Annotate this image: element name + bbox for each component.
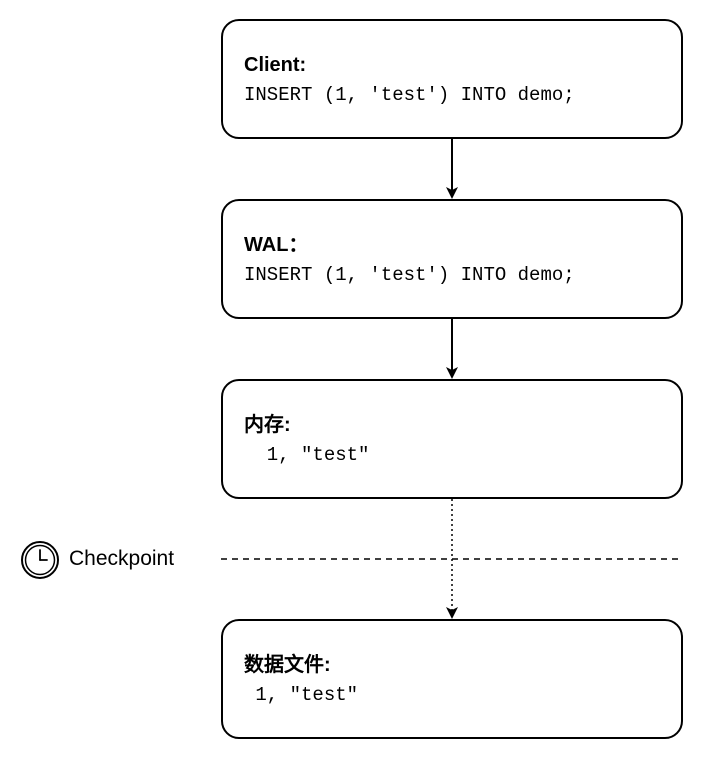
client-box: Client: INSERT (1, 'test') INTO demo; bbox=[221, 19, 683, 139]
datafile-title: 数据文件: bbox=[244, 654, 331, 676]
memory-record: 1, "test" bbox=[244, 444, 370, 466]
memory-title: 内存: bbox=[244, 414, 291, 436]
client-statement: INSERT (1, 'test') INTO demo; bbox=[244, 84, 575, 106]
datafile-record: 1, "test" bbox=[244, 684, 359, 706]
wal-statement: INSERT (1, 'test') INTO demo; bbox=[244, 264, 575, 286]
wal-box: WAL： INSERT (1, 'test') INTO demo; bbox=[221, 199, 683, 319]
checkpoint-label: Checkpoint bbox=[69, 547, 175, 570]
datafile-box: 数据文件: 1, "test" bbox=[221, 619, 683, 739]
memory-box: 内存: 1, "test" bbox=[221, 379, 683, 499]
wal-title: WAL： bbox=[244, 234, 309, 256]
clock-icon bbox=[21, 541, 59, 579]
client-title: Client: bbox=[244, 54, 307, 76]
